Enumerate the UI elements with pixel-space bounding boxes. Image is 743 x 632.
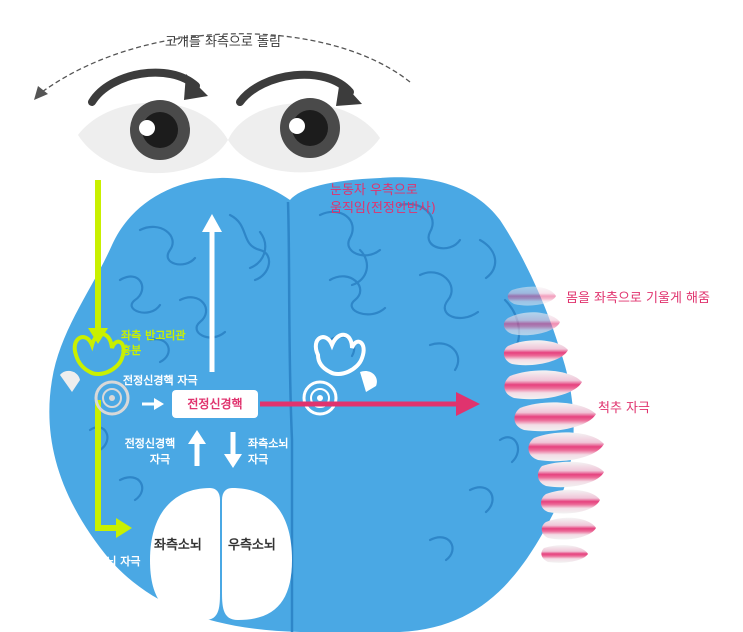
- arrow-to-spine: [260, 392, 480, 416]
- right-inner-ear-icon: [302, 332, 377, 416]
- spine-stim-label: 척추 자극: [598, 401, 650, 416]
- nucleus-stim-label: 전정신경핵 자극: [123, 374, 198, 387]
- right-cerebellum-shape: [222, 488, 292, 620]
- eye-move-label-1: 눈동자 우측으로: [330, 183, 418, 198]
- up-arrow-eyes: [202, 214, 222, 372]
- left-eye-icon: [78, 100, 228, 174]
- down-arrow-cerebellum: [224, 432, 242, 468]
- left-cerebellum-label: 좌측소뇌: [154, 538, 202, 553]
- canal-label-2: 흥분: [121, 344, 142, 357]
- head-turn-label: 고개를 좌측으로 돌림: [165, 35, 281, 50]
- arrow-to-nucleus: [142, 398, 164, 410]
- right-eye-icon: [228, 98, 380, 173]
- right-cerebellum-label: 우측소뇌: [228, 538, 276, 553]
- head-turn-arc: [41, 33, 411, 93]
- head-turn-arrowhead: [34, 86, 48, 100]
- canal-label-1: 좌측 반고리관: [121, 329, 186, 342]
- nucleus-box: 전정신경핵: [172, 390, 258, 418]
- cereb-stim-label-1: 좌측소뇌: [248, 437, 289, 450]
- nucleus-stim2-label-2: 자극: [149, 453, 171, 466]
- eye-move-label-2: 움직임(전정안반사): [330, 201, 436, 216]
- left-cerebellum-shape: [150, 488, 220, 620]
- up-arrow-nucleus: [188, 430, 206, 466]
- spine-icon: [503, 286, 604, 563]
- body-tilt-label: 몸을 좌측으로 기울게 해줌: [566, 291, 710, 306]
- nucleus-stim2-label-1: 전정신경핵: [124, 437, 176, 450]
- rotation-arrow-icon: [88, 68, 362, 106]
- left-cereb-stim-label: 좌측소뇌 자극: [76, 555, 141, 568]
- cereb-stim-label-2: 자극: [248, 453, 269, 466]
- left-inner-ear-icon: [60, 332, 130, 416]
